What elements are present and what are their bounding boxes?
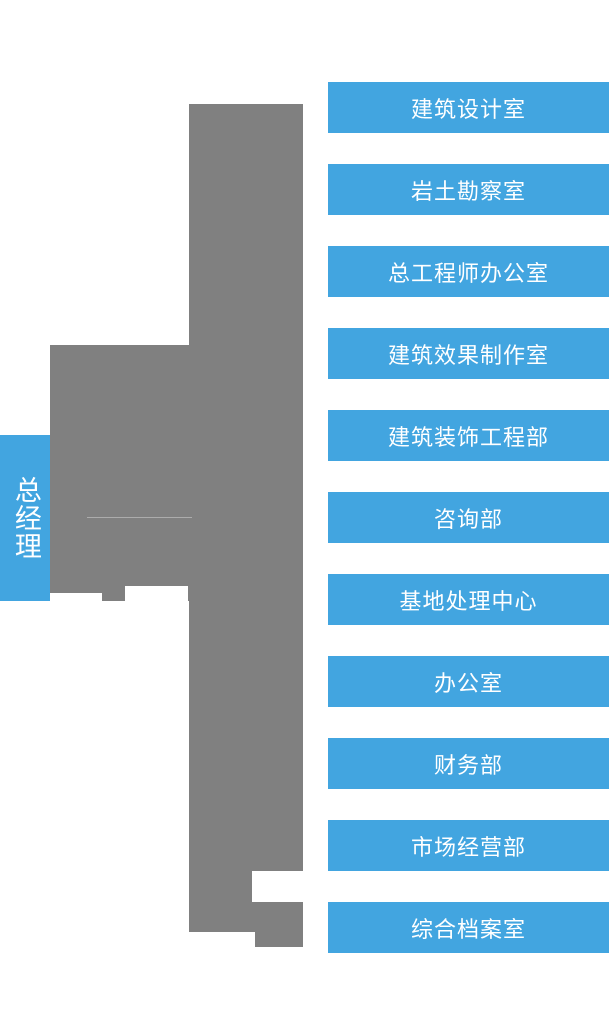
leaf-node-label: 岩土勘察室 <box>410 178 526 204</box>
leaf-node-1[interactable]: 建筑设计室 <box>328 82 609 133</box>
leaf-node-label: 建筑设计室 <box>410 96 526 122</box>
leaf-node-label: 总工程师办公室 <box>387 260 549 286</box>
leaf-node-4[interactable]: 建筑效果制作室 <box>328 328 609 379</box>
leaf-node-9[interactable]: 财务部 <box>328 738 609 789</box>
leaf-node-label: 基地处理中心 <box>399 588 538 614</box>
trunk-notch-root-top <box>50 593 102 603</box>
leaf-node-list: 建筑设计室 岩土勘察室 总工程师办公室 建筑效果制作室 建筑装饰工程部 咨询部 … <box>328 82 609 953</box>
leaf-node-label: 建筑装饰工程部 <box>387 424 549 450</box>
trunk-notch-right-step <box>252 871 303 902</box>
trunk-hairline-mark <box>87 517 192 518</box>
leaf-node-8[interactable]: 办公室 <box>328 656 609 707</box>
leaf-node-label: 办公室 <box>433 670 503 696</box>
leaf-node-label: 综合档案室 <box>410 916 526 942</box>
root-node-general-manager[interactable]: 总经理 <box>0 435 50 601</box>
leaf-node-label: 财务部 <box>433 752 503 778</box>
leaf-node-5[interactable]: 建筑装饰工程部 <box>328 410 609 461</box>
leaf-node-label: 建筑效果制作室 <box>387 342 549 368</box>
leaf-node-10[interactable]: 市场经营部 <box>328 820 609 871</box>
leaf-node-label: 市场经营部 <box>410 834 526 860</box>
trunk-notch-bottom-left <box>189 932 255 952</box>
connector-trunk-main <box>189 104 303 871</box>
connector-trunk-foot <box>255 902 303 947</box>
leaf-node-label: 咨询部 <box>433 506 503 532</box>
leaf-node-6[interactable]: 咨询部 <box>328 492 609 543</box>
trunk-notch-left-bottom <box>50 601 189 872</box>
leaf-node-3[interactable]: 总工程师办公室 <box>328 246 609 297</box>
leaf-node-7[interactable]: 基地处理中心 <box>328 574 609 625</box>
root-node-label: 总经理 <box>10 476 41 560</box>
leaf-node-2[interactable]: 岩土勘察室 <box>328 164 609 215</box>
leaf-node-11[interactable]: 综合档案室 <box>328 902 609 953</box>
